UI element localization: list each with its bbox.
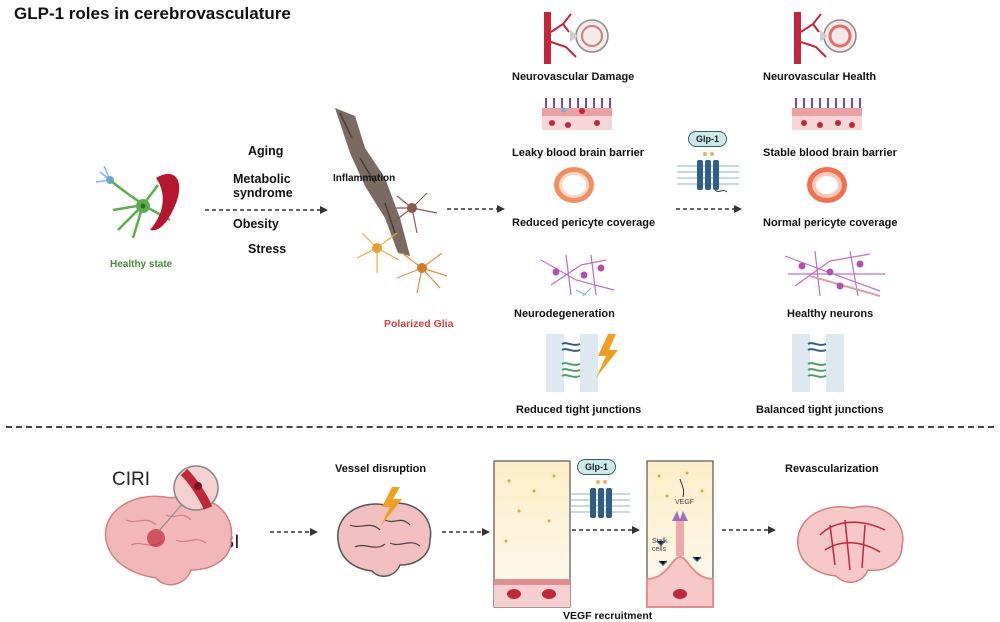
reduced-tight-junction-icon [546, 334, 618, 392]
stalk-cells-label: Stalk cells [652, 538, 668, 553]
glp1-receptor-icon [677, 152, 739, 193]
balanced-tight-junction-icon [792, 334, 844, 392]
factor-obesity: Obesity [233, 217, 279, 231]
factor-aging: Aging [248, 144, 284, 158]
inflammation-label: Inflammation [333, 173, 396, 184]
neurovascular-damage-icon [544, 12, 609, 64]
arrow-to-damage [447, 205, 505, 213]
vessel-panel-after [646, 460, 714, 608]
vessel-disruption-label: Vessel disruption [335, 463, 427, 475]
ciri-label: CIRI [112, 469, 150, 490]
vegf-label: VEGF [675, 499, 695, 506]
outcome-health-3: Healthy neurons [787, 308, 874, 320]
reduced-pericyte-icon [554, 167, 594, 203]
outcome-health-4: Balanced tight junctions [756, 404, 884, 416]
normal-pericyte-icon [807, 167, 847, 203]
inflammation-vessel-icon [335, 108, 410, 256]
glp1-receptor-bottom-icon [570, 480, 630, 518]
factor-metabolic-syndrome: Metabolic syndrome [233, 172, 293, 200]
outcome-health-2: Normal pericyte coverage [763, 217, 898, 229]
vegf-recruitment-label: VEGF recruitment [563, 610, 653, 622]
section-divider [6, 426, 994, 428]
neurovascular-health-icon [794, 12, 857, 64]
outcome-health-0: Neurovascular Health [763, 71, 877, 83]
revascularization-label: Revascularization [785, 463, 879, 475]
arrow-to-disruption [270, 528, 318, 536]
outcome-damage-4: Reduced tight junctions [516, 404, 642, 416]
neurodegeneration-icon [540, 254, 615, 297]
outcome-damage-1: Leaky blood brain barrier [512, 147, 645, 159]
outcome-health-1: Stable blood brain barrier [763, 147, 897, 159]
page-title: GLP-1 roles in cerebrovasculature [14, 4, 291, 23]
factor-stress: Stress [248, 242, 287, 256]
healthy-neurons-icon [784, 250, 885, 297]
polarized-glia-icon [356, 192, 448, 294]
disrupted-brain-icon [337, 487, 432, 577]
arrow-to-factors [205, 206, 328, 214]
vessel-panel-before [493, 460, 571, 608]
arrow-to-revascularization [722, 526, 776, 534]
outcome-damage-3: Neurodegeneration [514, 308, 615, 320]
outcome-damage-0: Neurovascular Damage [512, 71, 635, 83]
arrow-to-vessel-panel [442, 528, 490, 536]
injured-brain-icon [104, 465, 233, 586]
outcome-damage-2: Reduced pericyte coverage [512, 217, 656, 229]
glp1-pill-bottom: Glp-1 [577, 459, 617, 475]
healthy-state-label: Healthy state [110, 259, 173, 270]
revascularized-brain-icon [797, 505, 904, 583]
arrow-to-health [676, 205, 742, 213]
leaky-bbb-icon [542, 98, 612, 130]
healthy-neuron-icon [95, 165, 180, 239]
polarized-glia-label: Polarized Glia [384, 318, 454, 330]
arrow-to-vessel-after [572, 526, 640, 534]
stable-bbb-icon [792, 98, 862, 130]
glp1-pill-top: Glp-1 [688, 131, 728, 147]
